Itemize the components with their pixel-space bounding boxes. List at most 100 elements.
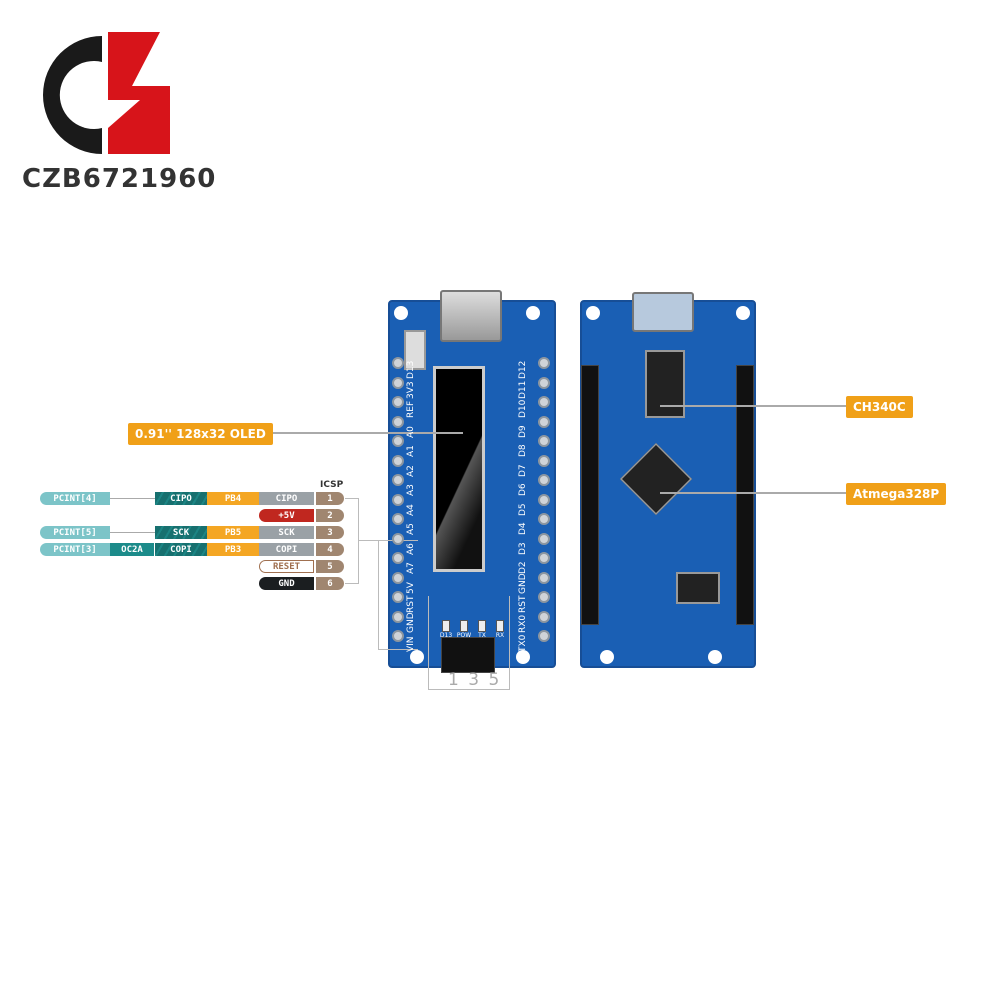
right-pin-label: D12 [518, 360, 528, 379]
pin-hole [392, 552, 404, 564]
pin-hole [392, 493, 404, 506]
alt-function-label: OC2A [110, 543, 154, 556]
pin-hole [392, 532, 404, 545]
left-pin-label: A2 [406, 464, 416, 477]
led-label: D13 [439, 632, 453, 639]
icsp-header [441, 637, 495, 673]
pin-hole [538, 435, 550, 447]
right-pin-label: D3 [518, 541, 528, 555]
right-pin-label: RST [518, 595, 528, 613]
icsp-pin-number: 4 [316, 543, 344, 556]
led-label: TX [478, 632, 486, 639]
icsp-pin-number: 6 [316, 577, 344, 590]
right-pin-label: TX0 [518, 634, 528, 652]
icsp-pin-name: COPI [259, 543, 314, 556]
status-led: TX [476, 620, 488, 639]
spi-function-label: COPI [155, 543, 207, 556]
icsp-pin-name: SCK [259, 526, 314, 539]
icsp-pin-name: GND [259, 577, 314, 590]
usb-c-port [440, 290, 502, 342]
pin-hole [538, 357, 550, 369]
left-pin-label: A4 [406, 503, 416, 516]
icsp-pin-number: 3 [316, 526, 344, 539]
pin-hole [392, 610, 404, 623]
pin-hole [392, 513, 404, 525]
pin-hole [392, 415, 404, 428]
icsp-pin-number: 2 [316, 509, 344, 522]
spi-function-label: CIPO [155, 492, 207, 505]
pin-hole [538, 552, 550, 564]
left-pin-label: GND [406, 611, 416, 633]
led-label: RX [495, 632, 505, 639]
left-pin-label: RST [406, 595, 416, 613]
status-led: RX [494, 620, 506, 639]
left-pin-label: A0 [406, 425, 416, 438]
pin-hole [392, 454, 404, 467]
oled-label: 0.91'' 128x32 OLED [128, 423, 273, 445]
brand-logo [40, 28, 180, 163]
spi-function-label: SCK [155, 526, 207, 539]
left-pin-label: A1 [406, 445, 416, 457]
left-pin-label: A5 [406, 523, 416, 535]
pin-hole [392, 591, 404, 603]
left-pin-label: VIN [406, 636, 416, 652]
icsp-pin-name: +5V [259, 509, 314, 522]
ch340c-label: CH340C [846, 396, 913, 418]
pin-hole [538, 532, 550, 545]
pin-hole [538, 396, 550, 408]
icsp-pin-number: 5 [316, 560, 344, 573]
status-led: POW [456, 620, 472, 639]
icsp-title: ICSP [320, 480, 344, 490]
pin-hole [538, 493, 550, 506]
icsp-pin-name: CIPO [259, 492, 314, 505]
oled-display [433, 366, 485, 572]
pin-hole [392, 571, 404, 584]
pcint-label: PCINT[4] [40, 492, 110, 505]
left-pin-label: 3V3 [406, 380, 416, 399]
reset-button [404, 330, 426, 370]
pin-hole [538, 610, 550, 623]
left-pin-label: 5V [406, 581, 416, 594]
right-pin-label: D11 [518, 380, 528, 399]
right-pin-label: D9 [518, 424, 528, 438]
left-pin-label: A7 [406, 562, 416, 574]
pin-hole [392, 357, 404, 369]
pin-hole [538, 474, 550, 486]
pin-hole [392, 630, 404, 642]
right-pin-label: D6 [518, 483, 528, 496]
right-pin-label: D10 [518, 399, 528, 418]
left-pin-header [581, 365, 599, 625]
pin-hole [538, 415, 550, 428]
pin-hole [392, 396, 404, 408]
right-pin-label: D7 [518, 463, 528, 477]
left-pin-label: A3 [406, 484, 416, 496]
pin-hole [392, 474, 404, 486]
pin-hole [392, 435, 404, 447]
left-pin-label: A6 [406, 542, 416, 555]
port-label: PB4 [207, 492, 259, 505]
pin-hole [392, 376, 404, 389]
right-pin-label: D8 [518, 444, 528, 457]
header-numbers: 1 3 5 [448, 670, 502, 690]
atmega328p-label: Atmega328P [846, 483, 947, 505]
pin-hole [538, 630, 550, 642]
pcint-label: PCINT[3] [40, 543, 110, 556]
right-pin-label: RX0 [518, 614, 528, 633]
pin-hole [538, 376, 550, 389]
pin-hole [538, 591, 550, 603]
port-label: PB3 [207, 543, 259, 556]
pin-hole [538, 571, 550, 584]
logo-text: CZB6721960 [22, 164, 217, 194]
pin-hole [538, 454, 550, 467]
pin-hole [538, 513, 550, 525]
right-pin-label: GND [518, 572, 528, 594]
ch340c-chip [645, 350, 685, 418]
port-label: PB5 [207, 526, 259, 539]
icsp-pin-number: 1 [316, 492, 344, 505]
status-led: D13 [440, 620, 452, 639]
right-pin-label: D4 [518, 522, 528, 535]
left-pin-label: REF [406, 400, 416, 418]
left-pin-label: D13 [406, 360, 416, 379]
voltage-regulator [676, 572, 720, 604]
led-label: POW [456, 632, 472, 639]
